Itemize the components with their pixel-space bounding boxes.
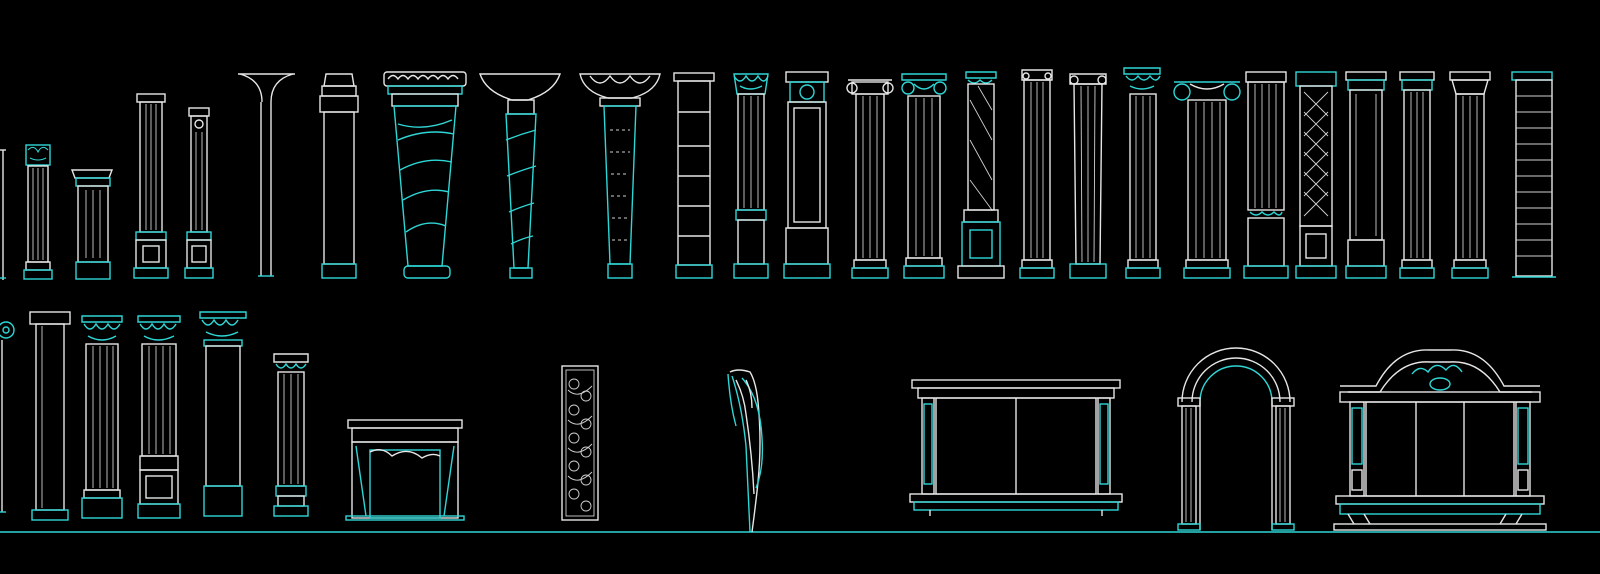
- tall-panel-pilaster: [783, 71, 831, 279]
- tapered-column-bands: [479, 73, 561, 279]
- plain-column-capital: [319, 73, 359, 279]
- corinthian-fluted-column: [1123, 67, 1161, 279]
- plain-panel-pilaster: [1345, 71, 1387, 279]
- banded-pilaster: [1511, 71, 1556, 278]
- small-fluted-column: [273, 353, 309, 517]
- corinthian-fluted-b: [137, 315, 181, 519]
- stacked-block-column: [673, 72, 715, 279]
- lamp-post: [238, 73, 295, 277]
- fireplace: [345, 419, 465, 521]
- slim-pilaster-medallion: [184, 107, 214, 279]
- spiral-tapered-column: [383, 71, 467, 279]
- row1-elements: [0, 67, 1556, 280]
- corinthian-fluted-a: [81, 315, 123, 519]
- lattice-pilaster: [1295, 71, 1337, 279]
- ionic-fragment: [0, 321, 15, 513]
- window-frame: [909, 379, 1123, 516]
- corinthian-fluted-c: [199, 311, 247, 517]
- carved-panel: [561, 365, 599, 521]
- fluted-panel-pilaster: [1243, 71, 1289, 279]
- fluted-slim-pilaster: [1399, 71, 1435, 279]
- curtain-drape: [727, 369, 764, 533]
- ionic-wide-column: [1173, 81, 1241, 279]
- arched-doorway: [1177, 347, 1295, 531]
- edge-fragment: [0, 149, 6, 280]
- tall-pilaster-pedestal: [133, 93, 169, 279]
- ionic-column: [846, 79, 894, 279]
- plain-fluted-column: [1019, 69, 1055, 279]
- plain-square-column: [29, 311, 71, 521]
- corinthian-pilaster: [23, 144, 53, 280]
- corinthian-column: [733, 73, 769, 279]
- fluted-pedestal-block: [70, 169, 114, 280]
- pediment-window: [1333, 349, 1547, 531]
- fluted-tall-column: [1069, 73, 1107, 279]
- twisted-pedestal-column: [957, 71, 1005, 279]
- row2-elements: [0, 311, 1600, 533]
- corinthian-column-tuscan: [901, 73, 947, 279]
- tapered-column-dotted: [579, 73, 661, 279]
- fluted-pilaster-wide: [1449, 71, 1491, 279]
